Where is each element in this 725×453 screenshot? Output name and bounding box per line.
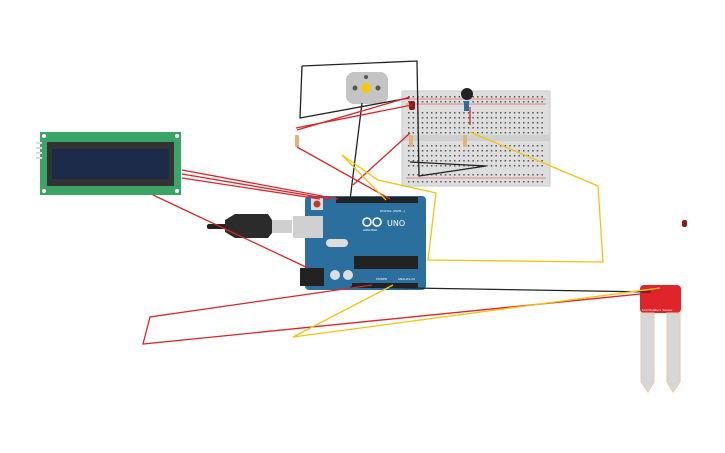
sensor-label: Soil Moisture Sensor xyxy=(642,308,673,312)
arduino-model-label: UNO xyxy=(387,219,405,228)
led-red[interactable] xyxy=(682,220,687,227)
analog-label: ANALOG IN xyxy=(398,277,415,281)
resistors[interactable] xyxy=(295,135,467,147)
dc-motor[interactable] xyxy=(346,72,388,104)
breadboard[interactable] xyxy=(401,90,551,187)
lcd-16x2[interactable] xyxy=(36,132,181,195)
digital-label: DIGITAL (PWM~) xyxy=(380,209,405,213)
wires[interactable] xyxy=(142,60,661,345)
arduino-uno[interactable]: UNO ARDUINO DIGITAL (PWM~) POWER ANALOG … xyxy=(293,196,426,290)
power-label: POWER xyxy=(376,277,387,281)
breadboard-holes xyxy=(408,96,543,183)
soil-moisture-sensor[interactable]: Soil Moisture Sensor xyxy=(640,285,681,393)
arduino-logo-icon xyxy=(362,217,382,227)
arduino-brand-label: ARDUINO xyxy=(363,228,378,232)
buzzer[interactable] xyxy=(461,88,473,111)
